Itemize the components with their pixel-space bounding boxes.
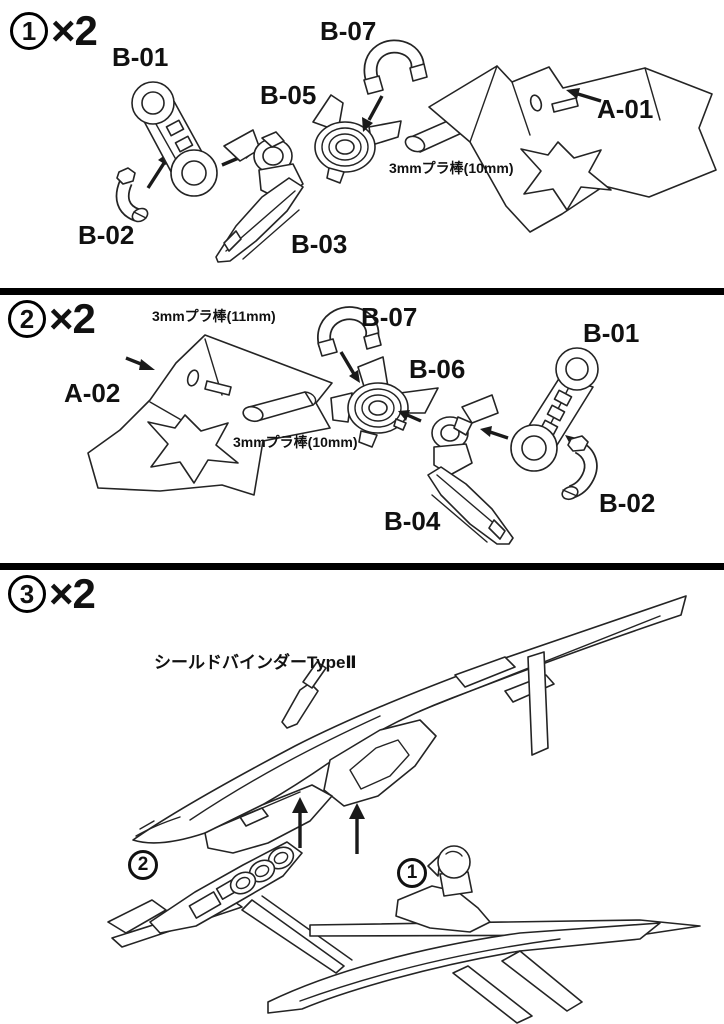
part-label-a01: A-01	[597, 94, 654, 124]
part-a01-drawing	[428, 65, 717, 233]
part-b06-drawing	[330, 356, 439, 448]
step-1-header: 1 ×2	[10, 7, 98, 54]
section-divider-1	[0, 288, 724, 295]
arrow-up-2	[349, 803, 365, 854]
part-rod10-drawing-step2	[242, 391, 317, 423]
shield-binder-drawing	[132, 595, 687, 854]
part-b03-drawing	[215, 129, 304, 263]
rod-note-10mm-step1: 3mmプラ棒(10mm)	[389, 160, 514, 176]
rod-note-11mm-step2: 3mmプラ棒(11mm)	[152, 308, 276, 324]
subassembly-2-callout: 2	[128, 850, 158, 880]
step-3-number-badge: 3	[8, 575, 46, 613]
step-2-header: 2 ×2	[8, 295, 96, 342]
arrow-up-1	[292, 797, 308, 848]
part-label-b06: B-06	[409, 354, 466, 384]
part-label-b01-step2: B-01	[583, 318, 640, 348]
step-2-number-badge: 2	[8, 300, 46, 338]
subassembly-2-drawing	[107, 841, 353, 974]
part-label-b01: B-01	[112, 42, 169, 72]
step-3-multiplier: ×2	[49, 570, 96, 617]
part-label-b03: B-03	[291, 229, 348, 259]
section-divider-2	[0, 563, 724, 570]
arrow-b07-to-b05	[362, 95, 384, 132]
rod-note-10mm-step2: 3mmプラ棒(10mm)	[233, 434, 358, 450]
arrow-to-a02	[125, 356, 155, 370]
arrow-b07-to-b06	[339, 351, 360, 383]
step-1-diagram	[115, 39, 717, 263]
step-3-diagram	[107, 595, 701, 1024]
arrow-b04-to-b06	[398, 410, 422, 423]
arrow-to-a01	[566, 88, 602, 103]
step-2-diagram	[87, 306, 599, 545]
part-b02-drawing-step2	[561, 435, 598, 501]
step-2-multiplier: ×2	[49, 295, 96, 342]
part-b02-drawing	[115, 167, 149, 223]
arrow-b01-to-b04	[480, 426, 509, 440]
part-b07-drawing	[363, 39, 428, 95]
part-label-b05: B-05	[260, 80, 317, 110]
part-a02-drawing	[87, 334, 333, 496]
part-b01-drawing	[131, 81, 218, 197]
part-label-b04: B-04	[384, 506, 441, 536]
subassembly-1-callout: 1	[397, 858, 427, 888]
part-label-b07: B-07	[320, 16, 377, 46]
part-b04-drawing	[427, 394, 514, 545]
part-b07-drawing-step2	[317, 306, 382, 357]
part-label-a02: A-02	[64, 378, 121, 408]
subassembly-1-drawing	[267, 845, 701, 1024]
binder-caption: シールドバインダーTypeⅡ	[154, 653, 357, 672]
part-b05-drawing	[312, 94, 402, 184]
step-3-header: 3 ×2	[8, 570, 96, 617]
step-1-number-badge: 1	[10, 12, 48, 50]
part-label-b07-step2: B-07	[361, 302, 418, 332]
part-label-b02: B-02	[78, 220, 135, 250]
step-1-multiplier: ×2	[51, 7, 98, 54]
part-b01-drawing-step2	[510, 347, 599, 472]
part-label-b02-step2: B-02	[599, 488, 656, 518]
